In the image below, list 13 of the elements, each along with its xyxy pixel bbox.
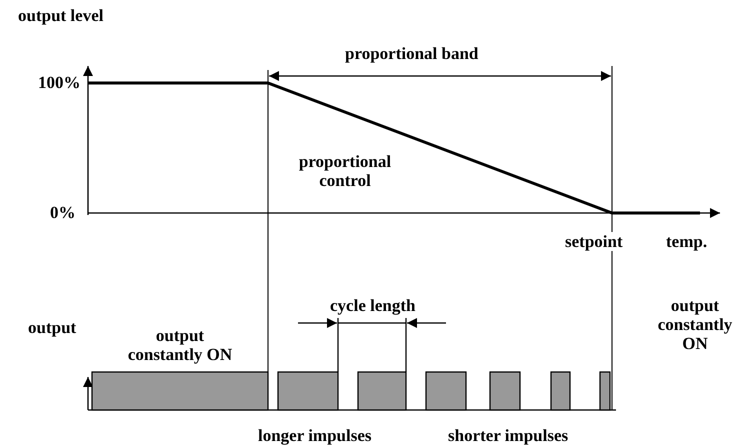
annotation-text: shorter impulses xyxy=(448,426,568,445)
tick-label: 100% xyxy=(38,73,80,92)
dimension-label: cycle length xyxy=(330,296,416,315)
annotation-text: proportional control xyxy=(298,152,392,190)
axis-title: output level xyxy=(18,6,104,25)
axis-title: output xyxy=(28,318,76,337)
tick-label: 0% xyxy=(50,203,76,222)
axis-title: temp. xyxy=(666,232,708,251)
dimension-label: proportional band xyxy=(345,44,478,63)
annotation-text: longer impulses xyxy=(258,426,372,445)
axis-annotation: setpoint xyxy=(565,232,623,251)
annotation-text: output constantly ON xyxy=(656,296,734,353)
annotation-text: output constantly ON xyxy=(126,326,234,364)
